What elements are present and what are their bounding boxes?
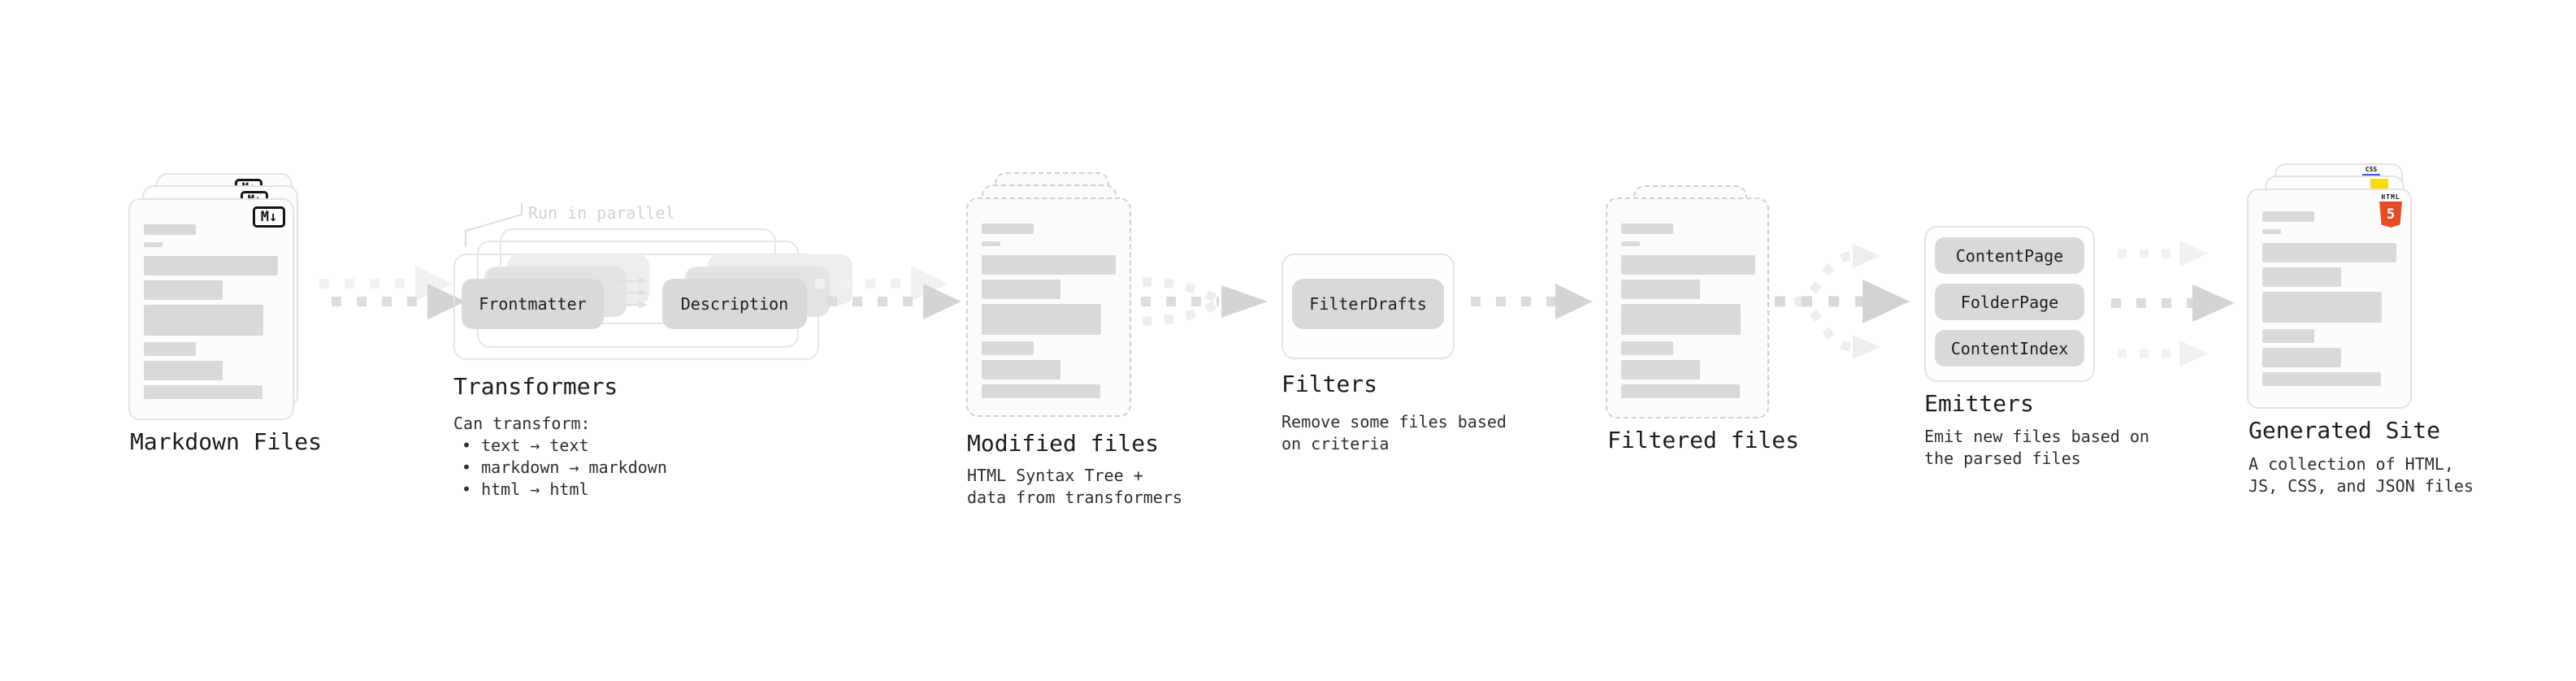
skeleton-bar — [144, 385, 262, 399]
run-in-parallel-label: Run in parallel — [528, 203, 675, 223]
contentpage-pill: ContentPage — [1935, 237, 2084, 274]
skeleton-bar — [1621, 223, 1673, 234]
flow-arrow-filters-to-filtered — [1471, 284, 1593, 319]
modified-files-description: data from transformers — [967, 488, 1182, 507]
filters-description: Remove some files based — [1281, 412, 1507, 432]
skeleton-bar — [982, 384, 1100, 398]
skeleton-bar — [144, 342, 196, 356]
skeleton-bar — [1621, 241, 1640, 246]
annotation-leader-line — [465, 203, 523, 247]
transformers-bullet: • html → html — [462, 479, 589, 499]
skeleton-bar — [1621, 341, 1673, 355]
html5-icon: HTML 5 — [2379, 193, 2403, 228]
css-badge-underline — [2362, 174, 2380, 176]
folderpage-pill: FolderPage — [1935, 284, 2084, 320]
document-skeleton — [2262, 211, 2396, 386]
generated-file-card: HTML 5 — [2247, 189, 2412, 409]
filtered-file-card — [1606, 197, 1769, 419]
skeleton-bar — [2262, 229, 2281, 234]
frontmatter-pill: Frontmatter — [462, 279, 604, 329]
filters-description: on criteria — [1281, 434, 1390, 453]
modified-file-card — [966, 197, 1131, 417]
markdown-icon: M↓ — [253, 206, 285, 228]
skeleton-bar — [2262, 267, 2341, 287]
flow-arrow-emitters-to-generated — [2111, 241, 2235, 367]
skeleton-bar — [2262, 292, 2382, 323]
skeleton-bar — [144, 305, 263, 336]
skeleton-bar — [144, 280, 223, 300]
css-icon: CSS — [2362, 167, 2380, 176]
transformers-bullet: • text → text — [462, 436, 589, 455]
skeleton-bar — [144, 242, 163, 247]
skeleton-bar — [2262, 372, 2381, 386]
flow-arrow-markdown-to-transformers — [319, 266, 466, 319]
html5-word: HTML — [2381, 193, 2400, 201]
skeleton-bar — [1621, 255, 1755, 275]
skeleton-bar — [982, 341, 1034, 355]
skeleton-bar — [982, 304, 1101, 335]
transformers-subtitle: Can transform: — [453, 414, 591, 433]
skeleton-bar — [1621, 304, 1741, 335]
stage-title-markdown-files: Markdown Files — [130, 428, 323, 455]
skeleton-bar — [982, 360, 1060, 380]
stage-title-emitters: Emitters — [1924, 390, 2034, 417]
flow-arrow-filtered-to-emitters — [1775, 244, 1910, 359]
document-skeleton — [1621, 223, 1755, 398]
modified-files-description: HTML Syntax Tree + — [967, 466, 1143, 485]
html5-number: 5 — [2386, 206, 2396, 223]
description-pill: Description — [662, 279, 807, 329]
document-skeleton — [982, 223, 1116, 398]
js-icon — [2370, 179, 2388, 190]
skeleton-bar — [982, 255, 1116, 275]
transformers-bullet: • markdown → markdown — [462, 458, 667, 477]
skeleton-bar — [2262, 348, 2341, 367]
css-badge-label: CSS — [2365, 166, 2378, 173]
skeleton-bar — [982, 223, 1034, 234]
document-skeleton — [144, 224, 279, 399]
html5-shield: 5 — [2379, 202, 2402, 228]
skeleton-bar — [1621, 280, 1700, 299]
filterdrafts-pill: FilterDrafts — [1292, 279, 1444, 329]
generated-site-description: A collection of HTML, — [2249, 454, 2454, 474]
skeleton-bar — [1621, 360, 1700, 380]
stage-title-modified-files: Modified files — [967, 430, 1160, 457]
stage-title-filtered-files: Filtered files — [1607, 427, 1800, 453]
skeleton-bar — [144, 361, 223, 380]
skeleton-bar — [1621, 384, 1740, 398]
skeleton-bar — [2262, 329, 2314, 343]
skeleton-bar — [982, 241, 1000, 246]
markdown-file-card: M↓ — [128, 198, 294, 420]
skeleton-bar — [2262, 211, 2314, 222]
skeleton-bar — [982, 280, 1060, 299]
generated-site-description: JS, CSS, and JSON files — [2249, 476, 2474, 496]
emitters-description: Emit new files based on — [1924, 427, 2149, 446]
flow-arrow-modified-to-filters — [1141, 277, 1268, 326]
stage-title-generated-site: Generated Site — [2249, 417, 2441, 444]
parallel-transform-arrows — [611, 277, 648, 309]
skeleton-bar — [144, 224, 196, 235]
stage-title-transformers: Transformers — [453, 373, 618, 400]
flow-arrow-transformers-to-modified — [815, 266, 961, 319]
contentindex-pill: ContentIndex — [1935, 330, 2084, 367]
emitters-description: the parsed files — [1924, 449, 2081, 468]
stage-title-filters: Filters — [1281, 371, 1378, 397]
skeleton-bar — [144, 256, 278, 275]
skeleton-bar — [2262, 243, 2396, 262]
